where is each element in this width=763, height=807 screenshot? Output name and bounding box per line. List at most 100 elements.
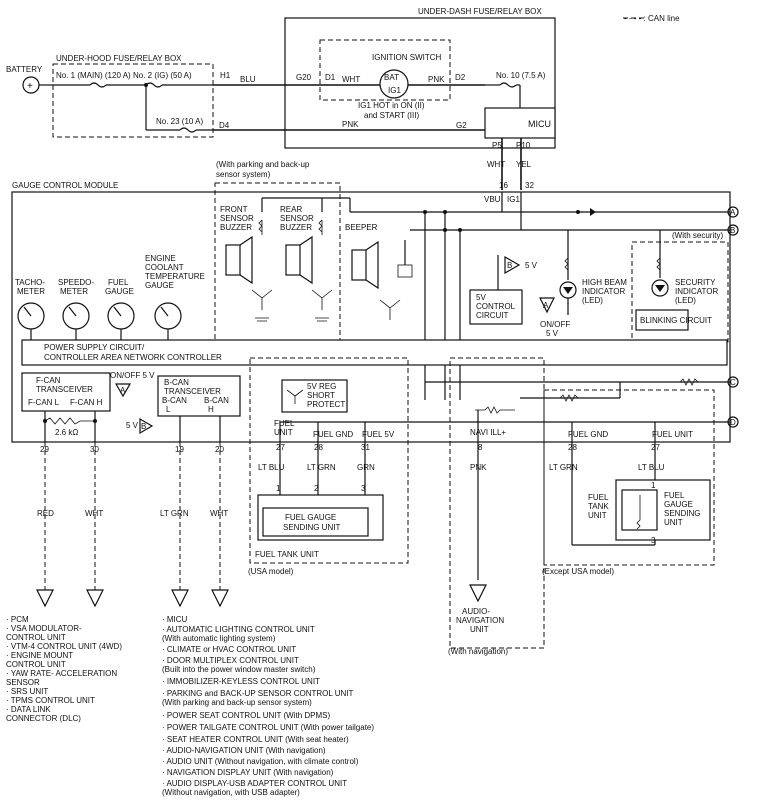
svg-text:C: C	[730, 378, 736, 387]
connector-d-circle	[727, 416, 739, 428]
connector-a-circle	[727, 206, 739, 218]
svg-text:FUEL UNIT: FUEL UNIT	[652, 430, 693, 439]
svg-text:METER: METER	[17, 287, 45, 296]
svg-text:COOLANT: COOLANT	[145, 263, 184, 272]
f-can-arrow-red	[36, 589, 54, 608]
micu-label: MICU	[528, 119, 551, 129]
svg-text:UNIT: UNIT	[588, 511, 607, 520]
svg-text:PROTECT: PROTECT	[307, 400, 345, 409]
svg-text:TANK: TANK	[588, 502, 609, 511]
svg-text:CONNECTOR (DLC): CONNECTOR (DLC)	[6, 714, 81, 723]
gcm-title: GAUGE CONTROL MODULE	[12, 181, 118, 190]
svg-text:5 V: 5 V	[546, 329, 559, 338]
5v-reg-short-protect	[281, 379, 348, 413]
svg-text:SENSOR: SENSOR	[280, 214, 314, 223]
svg-text:(With parking and back-up: (With parking and back-up	[216, 160, 310, 169]
svg-text:A: A	[543, 301, 549, 310]
navigation-box	[449, 357, 545, 649]
pin-32: 32	[525, 181, 534, 190]
svg-text:B-CAN: B-CAN	[162, 396, 187, 405]
svg-text:CONTROL: CONTROL	[476, 302, 516, 311]
svg-text:CONTROL UNIT: CONTROL UNIT	[6, 660, 66, 669]
svg-text:· ENGINE MOUNT: · ENGINE MOUNT	[6, 651, 73, 660]
svg-text:TRANSCEIVER: TRANSCEIVER	[164, 387, 221, 396]
svg-text:NAVI ILL+: NAVI ILL+	[470, 428, 506, 437]
svg-text:3: 3	[361, 484, 366, 493]
wire-yel-p10: YEL	[516, 160, 532, 169]
fuse-10	[499, 82, 517, 88]
underhood-fuse-box	[52, 63, 214, 138]
pin-16: 16	[499, 181, 508, 190]
ignition-note1: IG1 HOT in ON (II)	[358, 101, 425, 110]
svg-text:L: L	[166, 405, 171, 414]
svg-text:FUEL GAUGE: FUEL GAUGE	[285, 513, 336, 522]
svg-text:(LED): (LED)	[675, 296, 696, 305]
svg-text:27: 27	[651, 443, 660, 452]
ignition-note2: and START (III)	[364, 111, 419, 120]
svg-text:· PCM: · PCM	[6, 615, 29, 624]
svg-text:UNIT: UNIT	[274, 428, 293, 437]
svg-text:5 V: 5 V	[126, 421, 139, 430]
svg-text:1: 1	[651, 481, 656, 490]
svg-text:LT GRN: LT GRN	[160, 509, 189, 518]
b-can-transceiver	[157, 375, 241, 417]
svg-text:PNK: PNK	[470, 463, 487, 472]
svg-text:H: H	[208, 405, 214, 414]
svg-text:A: A	[730, 208, 736, 217]
5v-control-circuit	[469, 289, 523, 325]
svg-text:· AUDIO UNIT (Without navigati: · AUDIO UNIT (Without navigation, with c…	[162, 757, 359, 766]
svg-text:31: 31	[361, 443, 370, 452]
svg-text:29: 29	[40, 445, 49, 454]
underdash-title: UNDER-DASH FUSE/RELAY BOX	[418, 7, 542, 16]
svg-text:FUEL: FUEL	[108, 278, 129, 287]
ignition-title: IGNITION SWITCH	[372, 53, 442, 62]
svg-text:· AUDIO-NAVIGATION UNIT (With: · AUDIO-NAVIGATION UNIT (With navigation…	[162, 746, 326, 755]
svg-text:FUEL: FUEL	[588, 493, 609, 502]
svg-text:B-CAN: B-CAN	[164, 378, 189, 387]
svg-text:(Except USA model): (Except USA model)	[542, 567, 614, 576]
svg-text:METER: METER	[60, 287, 88, 296]
svg-text:· SEAT HEATER CONTROL UNIT (Wi: · SEAT HEATER CONTROL UNIT (With seat he…	[162, 735, 349, 744]
b-can-arrow-wht	[211, 589, 229, 608]
svg-text:SENDING UNIT: SENDING UNIT	[283, 523, 340, 532]
svg-text:WHT: WHT	[85, 509, 103, 518]
svg-text:· CLIMATE or HVAC CONTROL UNIT: · CLIMATE or HVAC CONTROL UNIT	[162, 645, 296, 654]
b-can-arrow-ltgrn	[171, 589, 189, 608]
front-buzzer-transistor	[251, 289, 273, 310]
svg-text:FUEL: FUEL	[274, 419, 295, 428]
svg-text:BAT: BAT	[384, 73, 399, 82]
svg-text:UNIT: UNIT	[664, 518, 683, 527]
svg-text:· PARKING and BACK-UP SENSOR C: · PARKING and BACK-UP SENSOR CONTROL UNI…	[162, 689, 354, 698]
svg-text:B: B	[507, 261, 512, 270]
underdash-fuse-box	[284, 17, 556, 149]
svg-text:· AUDIO DISPLAY-USB ADAPTER CO: · AUDIO DISPLAY-USB ADAPTER CONTROL UNIT	[162, 779, 347, 788]
can-onoff-triangle	[114, 383, 132, 398]
pin-h1: H1	[220, 71, 231, 80]
termination-resistor	[44, 417, 95, 425]
fuse-2	[145, 82, 163, 88]
svg-text:F-CAN L: F-CAN L	[28, 398, 60, 407]
buffer-b-triangle	[504, 255, 521, 275]
f-can-arrow-wht	[86, 589, 104, 608]
fuse-1	[89, 82, 107, 88]
resistor-label: 2.6 kΩ	[55, 428, 78, 437]
svg-text:1: 1	[276, 484, 281, 493]
svg-text:TEMPERATURE: TEMPERATURE	[145, 272, 205, 281]
tachometer-gauge	[17, 302, 45, 330]
svg-text:· VSA MODULATOR-: · VSA MODULATOR-	[6, 624, 82, 633]
svg-text:BUZZER: BUZZER	[220, 223, 252, 232]
svg-text:· DOOR MULTIPLEX CONTROL UNIT: · DOOR MULTIPLEX CONTROL UNIT	[162, 656, 299, 665]
svg-text:20: 20	[215, 445, 224, 454]
b-can-5v-triangle	[139, 417, 154, 435]
svg-text:B-CAN: B-CAN	[204, 396, 229, 405]
svg-text:ENGINE: ENGINE	[145, 254, 176, 263]
svg-text:F-CAN: F-CAN	[36, 376, 61, 385]
svg-text:ON/OFF 5 V: ON/OFF 5 V	[110, 371, 155, 380]
fuse2-label: No. 2 (IG) (50 A)	[133, 71, 192, 80]
vbu-label: VBU	[484, 195, 501, 204]
svg-text:GAUGE: GAUGE	[105, 287, 134, 296]
svg-text:BLINKING CIRCUIT: BLINKING CIRCUIT	[640, 316, 712, 325]
beeper-label: BEEPER	[345, 223, 378, 232]
fuse23-label: No. 23 (10 A)	[156, 117, 203, 126]
svg-text:CONTROLLER AREA NETWORK CONTRO: CONTROLLER AREA NETWORK CONTROLLER	[44, 353, 222, 362]
